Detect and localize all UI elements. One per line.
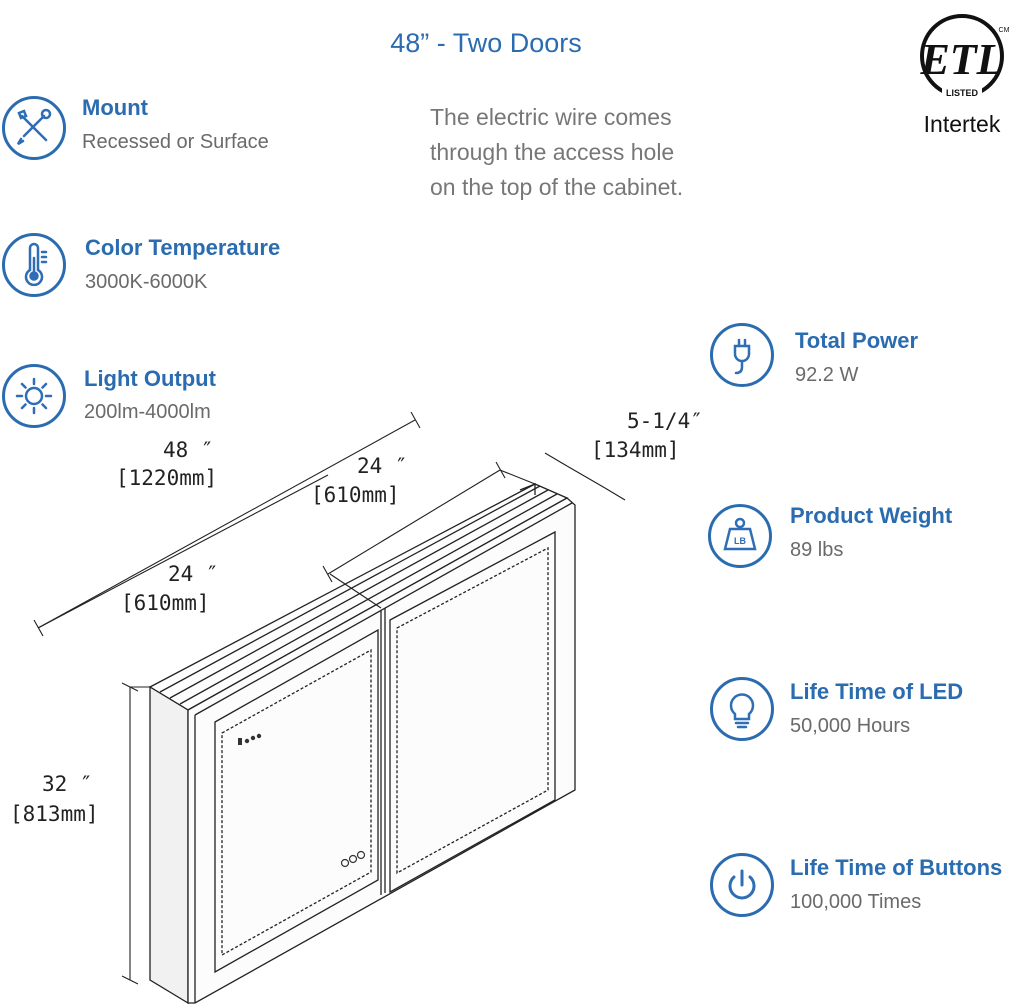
lightbulb-icon: [710, 677, 774, 741]
mount-title: Mount: [82, 95, 148, 120]
dimension-lines: [33, 411, 626, 985]
etl-certification: ETL LISTED CM Intertek: [912, 8, 1016, 138]
door-width-front-inches: 24 ″: [168, 562, 219, 586]
wire-note: The electric wire comes through the acce…: [430, 100, 760, 205]
sun-icon: [2, 364, 66, 428]
etl-listed-label: LISTED: [946, 88, 979, 98]
etl-logo-icon: ETL LISTED CM Intertek: [919, 14, 1010, 137]
weight-icon-label: LB: [734, 536, 746, 546]
total-power-value: 92.2 W: [795, 364, 859, 386]
right-door: [389, 530, 556, 894]
total-power-title: Total Power: [795, 328, 919, 353]
color-temperature-value: 3000K-6000K: [85, 271, 208, 293]
etl-mark: ETL: [919, 35, 1003, 84]
door-width-front-mm: [610mm]: [121, 591, 210, 615]
height-mm: [813mm]: [10, 802, 99, 826]
height-inches: 32 ″: [42, 772, 93, 796]
touch-buttons: [340, 850, 366, 868]
total-width-inches: 48 ″: [163, 438, 214, 462]
intertek-label: Intertek: [924, 111, 1001, 137]
wire-note-line-1: The electric wire comes: [430, 104, 672, 130]
cabinet-diagram: [33, 411, 626, 1005]
tools-icon: [2, 96, 66, 160]
light-output-value: 200lm-4000lm: [84, 401, 211, 423]
mount-value: Recessed or Surface: [82, 131, 269, 153]
buttons-life-title: Life Time of Buttons: [790, 855, 1003, 880]
thermometer-icon: [2, 233, 66, 297]
product-weight-title: Product Weight: [790, 503, 953, 528]
color-temperature-title: Color Temperature: [85, 235, 281, 260]
buttons-life-value: 100,000 Times: [790, 891, 922, 913]
weight-icon: LB: [708, 504, 772, 568]
door-width-back-mm: [610mm]: [311, 483, 400, 507]
depth-mm: [134mm]: [591, 438, 680, 462]
wire-note-line-2: through the access hole: [430, 139, 675, 165]
plug-icon: [710, 323, 774, 387]
door-width-back-inches: 24 ″: [357, 454, 408, 478]
left-door: [214, 628, 379, 974]
wire-note-line-3: on the top of the cabinet.: [430, 174, 684, 200]
led-life-value: 50,000 Hours: [790, 715, 911, 737]
product-weight-value: 89 lbs: [790, 539, 844, 561]
cabinet-body: [148, 483, 576, 1005]
depth-inches: 5-1/4″: [627, 409, 703, 433]
control-display: [238, 733, 262, 745]
light-output-title: Light Output: [84, 366, 216, 391]
power-icon: [710, 853, 774, 917]
total-width-mm: [1220mm]: [116, 466, 218, 490]
page-title: 48” - Two Doors: [390, 28, 582, 58]
led-life-title: Life Time of LED: [790, 679, 964, 704]
etl-cm-label: CM: [999, 27, 1010, 34]
